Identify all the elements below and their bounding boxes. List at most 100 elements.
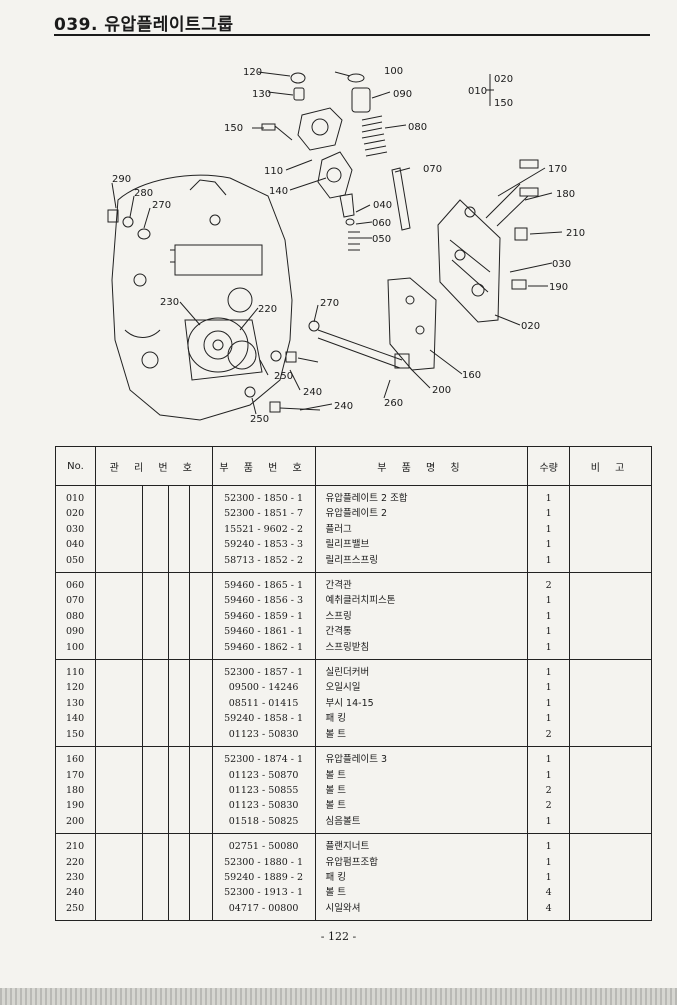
label-270: 270 <box>152 200 171 211</box>
label-190: 190 <box>549 282 568 293</box>
part-number-cell: 59240 - 1853 - 3 <box>211 537 316 553</box>
quantity-cell: 1 <box>527 869 571 886</box>
quantity-cell: 1 <box>527 485 571 507</box>
part-name-cell: 패 킹 <box>314 711 529 727</box>
item-number-cell: 110 <box>55 659 96 681</box>
part-name-cell: 볼 트 <box>314 885 529 901</box>
management-number-cell <box>141 552 169 574</box>
management-number-cell <box>141 593 169 609</box>
management-number-cell <box>94 885 143 901</box>
item-number-cell: 120 <box>55 680 96 696</box>
part-number-cell: 01123 - 50830 <box>211 798 316 814</box>
part-name-cell: 예취클러치피스톤 <box>314 593 529 609</box>
management-number-cell <box>167 711 190 727</box>
item-number-cell: 080 <box>55 608 96 625</box>
part-name-cell: 간격통 <box>314 624 529 640</box>
label-090: 090 <box>393 89 412 100</box>
part-name-cell: 스프링받침 <box>314 639 529 661</box>
label-160: 160 <box>462 370 481 381</box>
management-number-cell <box>167 659 190 681</box>
management-number-cell <box>94 900 143 922</box>
management-number-cell <box>167 833 190 855</box>
header-management-number: 관 리 번 호 <box>94 446 213 486</box>
management-number-cell <box>141 854 169 870</box>
management-number-cell <box>94 798 143 814</box>
item-number-cell: 210 <box>55 833 96 855</box>
management-number-cell <box>94 746 143 768</box>
part-name-cell: 오일시일 <box>314 680 529 696</box>
management-number-cell <box>94 726 143 748</box>
management-number-cell <box>94 521 143 538</box>
management-number-cell <box>94 854 143 870</box>
remark-cell <box>569 746 652 768</box>
management-number-cell <box>141 521 169 538</box>
management-number-cell <box>188 593 213 609</box>
cylinder-cover <box>297 107 343 151</box>
management-number-cell <box>188 659 213 681</box>
management-number-cell <box>141 485 169 507</box>
hydraulic-pump <box>187 317 249 373</box>
management-number-cell <box>167 639 190 661</box>
bush <box>293 87 305 101</box>
management-number-cell <box>188 485 213 507</box>
label-070: 070 <box>423 164 442 175</box>
management-number-cell <box>167 726 190 748</box>
part-name-cell: 릴리프스프링 <box>314 552 529 574</box>
remark-cell <box>569 869 652 886</box>
part-name-cell: 릴리프밸브 <box>314 537 529 553</box>
label-290: 290 <box>112 174 131 185</box>
item-number-cell: 240 <box>55 885 96 901</box>
part-number-cell: 01123 - 50870 <box>211 767 316 783</box>
quantity-cell: 2 <box>527 782 571 799</box>
quantity-cell: 1 <box>527 833 571 855</box>
remark-cell <box>569 608 652 625</box>
quantity-cell: 1 <box>527 711 571 727</box>
remark-cell <box>569 767 652 783</box>
label-040: 040 <box>373 200 392 211</box>
part-name-cell: 심음볼트 <box>314 813 529 835</box>
part-number-cell: 02751 - 50080 <box>211 833 316 855</box>
label-030: 030 <box>552 259 571 270</box>
part-name-cell: 스프링 <box>314 608 529 625</box>
item-number-cell: 030 <box>55 521 96 538</box>
management-number-cell <box>167 593 190 609</box>
item-number-cell: 180 <box>55 782 96 799</box>
management-number-cell <box>188 506 213 522</box>
part-name-cell: 볼 트 <box>314 767 529 783</box>
management-number-cell <box>188 711 213 727</box>
quantity-cell: 2 <box>527 572 571 594</box>
part-name-cell: 볼 트 <box>314 726 529 748</box>
quantity-cell: 1 <box>527 537 571 553</box>
item-number-cell: 130 <box>55 695 96 712</box>
page-number: - 122 - <box>320 930 357 943</box>
label-170: 170 <box>548 164 567 175</box>
management-number-cell <box>94 572 143 594</box>
clutch-piston <box>391 167 411 231</box>
part-name-cell: 볼 트 <box>314 798 529 814</box>
management-number-cell <box>188 854 213 870</box>
management-number-cell <box>94 680 143 696</box>
management-number-cell <box>141 813 169 835</box>
management-number-cell <box>188 746 213 768</box>
management-number-cell <box>94 782 143 799</box>
management-number-cell <box>188 798 213 814</box>
label-110: 110 <box>264 166 283 177</box>
management-number-cell <box>141 506 169 522</box>
management-number-cell <box>94 608 143 625</box>
management-number-cell <box>141 900 169 922</box>
label-020-top: 020 <box>494 74 513 85</box>
management-number-cell <box>94 485 143 507</box>
packing <box>317 151 353 199</box>
management-number-cell <box>94 711 143 727</box>
management-number-cell <box>141 639 169 661</box>
management-number-cell <box>188 552 213 574</box>
remark-cell <box>569 782 652 799</box>
part-number-cell: 01518 - 50825 <box>211 813 316 835</box>
